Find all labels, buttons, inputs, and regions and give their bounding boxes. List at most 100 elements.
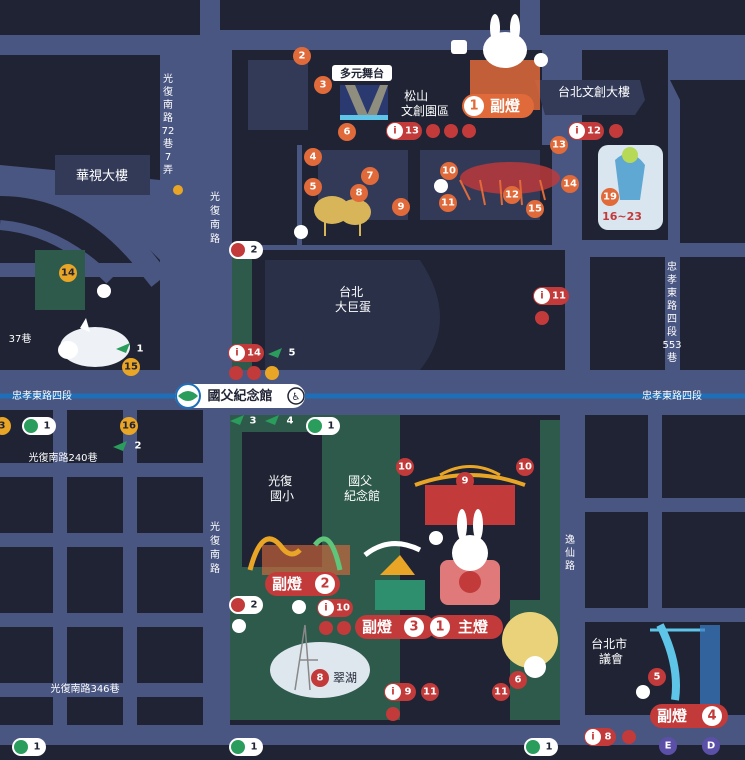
gift-icon[interactable] — [247, 366, 261, 380]
trash-icon[interactable] — [292, 600, 306, 614]
zhongxiao-553-vertical: 忠 孝 東 路 四 段 553 巷 — [662, 261, 681, 364]
shopping-bag-icon[interactable] — [462, 124, 476, 138]
marker-d[interactable]: D — [702, 737, 720, 755]
wheelchair-icon[interactable] — [534, 53, 548, 67]
yixian-vertical: 逸 仙 路 — [565, 534, 575, 572]
marker-orange[interactable]: 3 — [314, 76, 332, 94]
svg-text:東: 東 — [667, 286, 677, 299]
marker-orange[interactable]: 13 — [550, 136, 568, 154]
side-lamp-2-label[interactable]: 副燈 2 — [265, 572, 340, 596]
marker-orange[interactable]: 6 — [338, 123, 356, 141]
bike-point[interactable]: 2 — [113, 441, 142, 452]
side-lamp-4-number: 4 — [707, 709, 716, 724]
marker-yellow[interactable]: 14 — [59, 264, 77, 282]
wheelchair-icon[interactable] — [429, 531, 443, 545]
restroom-point[interactable]: 2 — [229, 596, 263, 614]
info-icon: i — [591, 732, 594, 743]
marker-red[interactable]: 10 — [396, 458, 414, 476]
side-lamp-3-label[interactable]: 副燈 3 — [355, 615, 435, 639]
svg-text:19: 19 — [603, 192, 617, 203]
trash-icon[interactable] — [636, 685, 650, 699]
bike-point[interactable]: 4 — [265, 415, 294, 427]
marker-orange[interactable]: 9 — [392, 198, 410, 216]
marker-orange[interactable]: 12 — [503, 186, 521, 204]
svg-text:3: 3 — [250, 416, 257, 427]
marker-red[interactable]: 8 — [311, 669, 329, 687]
svg-text:7: 7 — [367, 171, 374, 182]
bike-point[interactable]: 5 — [268, 348, 296, 359]
shopping-bag-icon[interactable] — [386, 707, 400, 721]
marker-orange[interactable]: 5 — [304, 178, 322, 196]
side-lamp-1-label[interactable]: 1 副燈 — [462, 94, 534, 118]
restroom-point[interactable]: 1 — [524, 738, 558, 756]
mrt-station[interactable]: 國父紀念館 ♿ — [175, 383, 305, 409]
label-16-23: 16~23 — [602, 210, 642, 223]
tea-icon[interactable] — [173, 185, 183, 195]
svg-text:巷: 巷 — [163, 138, 173, 150]
svg-text:9: 9 — [398, 202, 405, 213]
svg-text:2: 2 — [135, 441, 142, 452]
marker-yellow[interactable]: 16 — [120, 417, 138, 435]
svg-text:12: 12 — [505, 190, 519, 201]
marker-e[interactable]: E — [659, 737, 677, 755]
restroom-point[interactable]: 1 — [22, 417, 56, 435]
wenchuang-label: 台北文創大樓 — [558, 84, 630, 99]
restroom-point[interactable]: 1 — [12, 738, 46, 756]
bike-point[interactable]: 1 — [116, 343, 144, 355]
shopping-bag-icon[interactable] — [535, 311, 549, 325]
curved-road-inner — [0, 220, 114, 284]
svg-text:5: 5 — [310, 182, 317, 193]
marker-red[interactable]: 11 — [492, 683, 510, 701]
marker-red[interactable]: 5 — [648, 668, 666, 686]
marker-yellow[interactable]: 3 — [0, 417, 11, 435]
marker-orange[interactable]: 7 — [361, 167, 379, 185]
svg-text:11: 11 — [494, 687, 508, 698]
toilet-icon — [231, 243, 245, 257]
marker-orange[interactable]: 15 — [526, 200, 544, 218]
shopping-bag-icon[interactable] — [609, 124, 623, 138]
main-lamp-number: 1 — [435, 620, 444, 635]
gift-icon[interactable] — [337, 621, 351, 635]
trash-icon[interactable] — [97, 284, 111, 298]
svg-text:D: D — [707, 741, 715, 752]
marker-orange[interactable]: 2 — [293, 47, 311, 65]
marker-red[interactable]: 11 — [421, 683, 439, 701]
marker-orange[interactable]: 8 — [350, 184, 368, 202]
marker-yellow[interactable]: 15 — [122, 358, 140, 376]
marker-red[interactable]: 9 — [456, 472, 474, 490]
side-lamp-4-label[interactable]: 副燈 4 — [650, 704, 728, 728]
gift-icon[interactable] — [444, 124, 458, 138]
marker-orange[interactable]: 10 — [440, 162, 458, 180]
wheelchair-icon[interactable] — [434, 179, 448, 193]
shopping-bag-icon[interactable] — [229, 366, 243, 380]
restroom-point[interactable]: 2 — [229, 241, 263, 259]
marker-red[interactable]: 6 — [509, 671, 527, 689]
bike-point[interactable]: 3 — [230, 415, 257, 427]
bus-icon[interactable] — [451, 40, 467, 54]
shopping-bag-icon[interactable] — [319, 621, 333, 635]
svg-text:5: 5 — [654, 672, 661, 683]
trash-icon[interactable] — [232, 619, 246, 633]
restroom-point[interactable]: 1 — [306, 417, 340, 435]
svg-text:15: 15 — [528, 204, 542, 215]
main-lamp-label[interactable]: 1 主燈 — [428, 615, 503, 639]
marker-orange[interactable]: 4 — [304, 148, 322, 166]
restroom-point[interactable]: 1 — [229, 738, 263, 756]
marker-red[interactable]: 10 — [516, 458, 534, 476]
marker-orange[interactable]: 14 — [561, 175, 579, 193]
svg-text:逸: 逸 — [565, 534, 575, 546]
marker-yellow[interactable]: 19 — [601, 188, 619, 206]
shopping-bag-icon[interactable] — [622, 730, 636, 744]
marker-orange[interactable]: 11 — [439, 194, 457, 212]
tea-icon[interactable] — [265, 366, 279, 380]
shopping-bag-icon[interactable] — [426, 124, 440, 138]
svg-text:3: 3 — [320, 80, 327, 91]
trash-icon[interactable] — [294, 225, 308, 239]
